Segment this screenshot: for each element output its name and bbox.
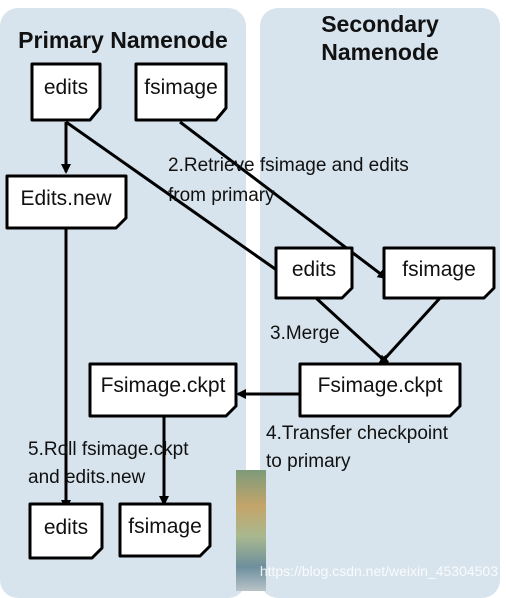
- step-transfer-line1: 4.Transfer checkpoint: [266, 423, 448, 444]
- edits-top-label: edits: [44, 76, 88, 99]
- edits-new-label: Edits.new: [20, 187, 112, 210]
- fsimage-secondary-doc: [382, 246, 496, 300]
- watermark: https://blog.csdn.net/weixin_45304503: [259, 563, 498, 579]
- primary-namenode-title: Primary Namenode: [18, 27, 228, 53]
- edits-top-doc: [30, 62, 102, 122]
- edits-bottom-label: edits: [44, 516, 88, 539]
- step-transfer-line2: to primary: [266, 451, 351, 472]
- fsimage-secondary-label: fsimage: [402, 258, 476, 281]
- edits-new-doc: [5, 174, 128, 230]
- fsimage-top-doc: [134, 62, 228, 122]
- step-retrieve-line1: 2.Retrieve fsimage and edits: [168, 155, 409, 176]
- background-photo: [236, 470, 266, 591]
- step-roll-line2: and edits.new: [28, 467, 146, 488]
- fsimage-bottom-label: fsimage: [128, 515, 202, 538]
- fsimage-ckpt-primary-label: Fsimage.ckpt: [101, 374, 226, 397]
- step-retrieve-line2: from primary: [168, 185, 275, 206]
- fsimage-bottom-doc: [118, 502, 212, 558]
- arrow-edits-merge: [314, 296, 390, 366]
- secondary-namenode-title: Secondary Namenode: [321, 11, 439, 65]
- fsimage-top-label: fsimage: [144, 76, 218, 99]
- arrow-fsimage-merge: [378, 296, 442, 366]
- edits-secondary-doc: [274, 246, 354, 300]
- edits-bottom-doc: [28, 502, 104, 560]
- secondary-namenode-panel: [260, 8, 500, 598]
- arrow-edits-to-secondary: [65, 120, 290, 280]
- fsimage-ckpt-secondary-doc: [298, 362, 462, 418]
- edits-secondary-label: edits: [292, 258, 336, 281]
- fsimage-ckpt-secondary-label: Fsimage.ckpt: [318, 374, 443, 397]
- step-merge: 3.Merge: [270, 323, 340, 344]
- step-roll-line1: 5.Roll fsimage.ckpt: [28, 439, 189, 460]
- fsimage-ckpt-primary-doc: [88, 362, 238, 418]
